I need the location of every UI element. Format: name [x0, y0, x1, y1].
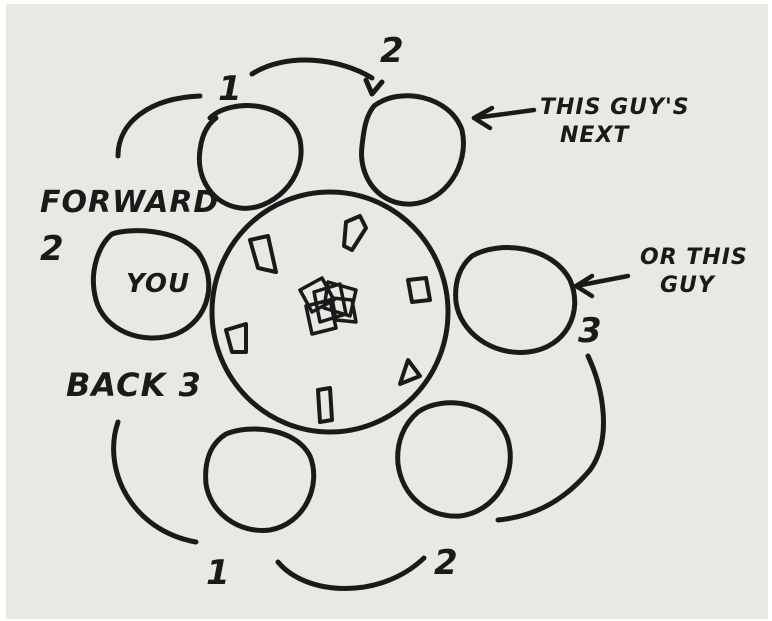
label-top-step-1: 1 — [218, 69, 243, 109]
label-forward-count: 2 — [40, 229, 65, 269]
card-left — [224, 322, 248, 354]
table-cards — [224, 214, 432, 424]
card-bottom-right — [398, 358, 422, 386]
arrow-or-this-guy-head — [573, 273, 595, 299]
label-right-step-3: 3 — [578, 311, 603, 351]
card-top-left — [248, 234, 278, 274]
card-bottom — [316, 386, 334, 424]
label-bottom-step-2: 2 — [434, 543, 459, 583]
seat-right — [453, 245, 578, 355]
movement-arcs — [111, 57, 606, 591]
label-forward: FORWARD — [40, 185, 219, 220]
arrow-or-this-guy-shaft — [573, 273, 631, 289]
label-this-guys-next-1: THIS GUY'S — [540, 95, 690, 120]
player-seats — [90, 93, 578, 533]
arc-back-left — [111, 419, 199, 545]
arrowhead-forward — [363, 77, 385, 97]
arc-forward-left — [115, 93, 203, 159]
card-top — [342, 214, 368, 252]
label-back: BACK 3 — [66, 366, 202, 404]
arrow-this-guy-shaft — [471, 107, 537, 121]
arc-forward-top — [249, 57, 375, 81]
seat-top-left — [196, 103, 304, 211]
label-bottom-step-1: 1 — [206, 553, 231, 593]
label-or-this-guy-1: OR THIS — [640, 245, 748, 270]
arc-back-right — [495, 353, 606, 523]
label-top-step-2: 2 — [380, 31, 405, 71]
card-pile — [298, 276, 358, 336]
arrow-this-guy-head — [471, 105, 495, 131]
table-circle — [209, 189, 451, 435]
label-you: YOU — [126, 269, 190, 299]
seat-top-right — [359, 93, 466, 207]
card-right — [406, 276, 432, 304]
seat-you — [90, 228, 212, 341]
paper-background — [6, 4, 768, 619]
seat-bottom-right — [395, 400, 513, 519]
arc-back-bottom — [275, 555, 427, 591]
pointer-arrows — [471, 105, 631, 299]
label-or-this-guy-2: GUY — [660, 273, 716, 298]
label-this-guys-next-2: NEXT — [560, 123, 630, 148]
seat-bottom-left — [203, 426, 317, 533]
